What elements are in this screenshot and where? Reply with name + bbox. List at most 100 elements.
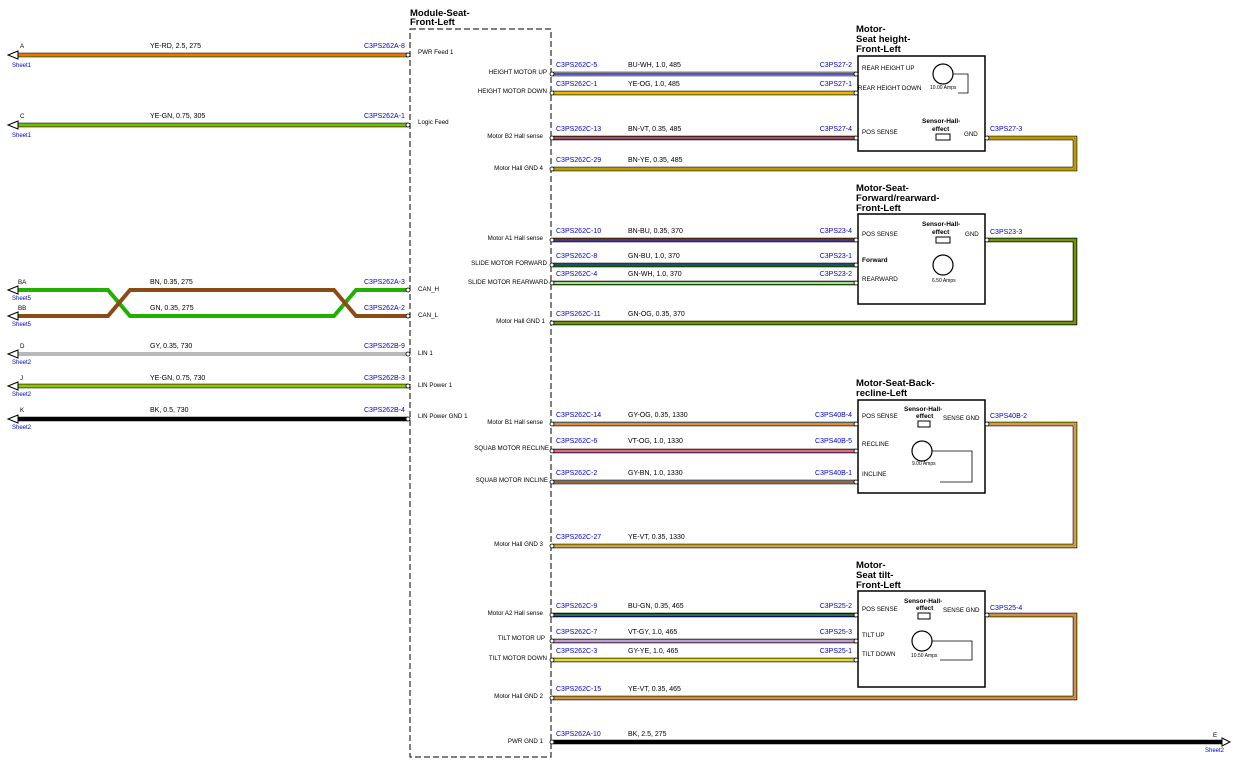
module-pin-terminal — [549, 71, 555, 77]
motor-pin-terminal — [853, 657, 859, 663]
conn-r9: C3PS262C-6 — [556, 438, 597, 445]
mconn-r9: C3PS40B-5 — [815, 438, 852, 445]
left-id-bb: BB — [18, 305, 26, 312]
left-conn-j: C3PS262B-3 — [364, 375, 405, 382]
conn-r12: C3PS262C-9 — [556, 603, 597, 610]
motor-pin-terminal — [853, 262, 859, 268]
mconn-r6: C3PS23-2 — [820, 271, 852, 278]
motor1-label-pos: POS SENSE — [862, 129, 898, 136]
left-sheet-j[interactable]: Sheet2 — [12, 392, 32, 398]
motor3-sensor-1: Sensor-Hall- — [904, 406, 942, 413]
left-sheet-bb[interactable]: Sheet5 — [12, 322, 32, 328]
pin-a2-hall: Motor A2 Hall sense — [488, 610, 544, 617]
motor2-label-forward: Forward — [862, 257, 888, 264]
pin-b2-hall: Motor B2 Hall sense — [487, 133, 543, 140]
wire-spec-r14: GY-YE, 1.0, 465 — [628, 648, 678, 655]
module-pin-terminal — [549, 421, 555, 427]
left-pin-d: LIN 1 — [418, 350, 433, 357]
module-pin-terminal — [549, 612, 555, 618]
motor4-label-pos: POS SENSE — [862, 606, 898, 613]
pin-slide-rearward: SLIDE MOTOR REARWARD — [468, 279, 549, 286]
pwr-gnd-terminal: E Sheet2 — [1205, 732, 1232, 754]
left-sheet-ba[interactable]: Sheet5 — [12, 296, 32, 302]
left-pin-bb: CAN_L — [418, 312, 439, 319]
left-wire-k: BK, 0.5, 730 — [150, 407, 189, 414]
motor-pin-terminal — [984, 612, 990, 618]
module-pin-terminal — [405, 122, 411, 128]
wire-spec-r7: GN-OG, 0.35, 370 — [628, 311, 685, 318]
conn-r11: C3PS262C-27 — [556, 534, 601, 541]
pin-tilt-down: TILT MOTOR DOWN — [489, 655, 547, 662]
left-id-d: D — [20, 343, 25, 350]
conn-r4: C3PS262C-10 — [556, 228, 601, 235]
module-pin-terminal — [549, 695, 555, 701]
motor-pin-terminal — [853, 612, 859, 618]
conn-r0: C3PS262C-5 — [556, 62, 597, 69]
motor4-label-up: TILT UP — [862, 632, 884, 639]
mconn-r13: C3PS25-3 — [820, 629, 852, 636]
motor-seat-tilt: Motor- Seat tilt- Front-Left POS SENSE S… — [856, 560, 986, 688]
motor-seat-back-recline: Motor-Seat-Back- recline-Left POS SENSE … — [856, 378, 986, 494]
motor4-title-1: Motor- — [856, 560, 886, 571]
motor-pin-terminal — [984, 421, 990, 427]
left-id-j: J — [20, 375, 23, 382]
wire-hall-gnd3[interactable] — [553, 421, 1078, 549]
wire-spec-r2: BN-VT, 0.35, 485 — [628, 126, 681, 133]
motor-pin-terminal — [853, 448, 859, 454]
module-title-1: Module-Seat- — [410, 8, 470, 19]
motor3-title-1: Motor-Seat-Back- — [856, 378, 935, 389]
left-conn-bb: C3PS262A-2 — [364, 305, 405, 312]
left-id-a: A — [20, 43, 25, 50]
pwr-gnd-id: E — [1213, 732, 1217, 739]
motor1-hall-sensor-icon — [935, 133, 951, 141]
motor2-sensor-1: Sensor-Hall- — [922, 221, 960, 228]
terminal-circles — [549, 71, 990, 745]
wire-hall-gnd4[interactable] — [553, 135, 1078, 172]
pin-height-down: HEIGHT MOTOR DOWN — [478, 88, 547, 95]
left-conn-ba: C3PS262A-3 — [364, 279, 405, 286]
conn-r14: C3PS262C-3 — [556, 648, 597, 655]
wire-spec-r3: BN-YE, 0.35, 485 — [628, 157, 683, 164]
motor3-hall-sensor-icon — [917, 420, 931, 428]
pin-pwr-gnd: PWR GND 1 — [508, 738, 544, 745]
sheet-arrow-icon — [6, 50, 19, 60]
pwr-gnd-sheet[interactable]: Sheet2 — [1205, 748, 1225, 754]
motor4-hall-sensor-icon — [917, 612, 931, 620]
motor-pin-terminal — [853, 237, 859, 243]
left-wire-d: GY, 0.35, 730 — [150, 343, 192, 350]
module-pin-terminal — [549, 237, 555, 243]
wire-spec-r1: YE-OG, 1.0, 485 — [628, 81, 680, 88]
mconn-r8: C3PS40B-4 — [815, 412, 852, 419]
motor-pin-terminal — [853, 421, 859, 427]
motor3-label-incline: INCLINE — [862, 471, 886, 478]
pin-height-up: HEIGHT MOTOR UP — [489, 69, 547, 76]
left-pin-k: LIN Power GND 1 — [418, 413, 468, 420]
wire-spec-r6: GN-WH, 1.0, 370 — [628, 271, 682, 278]
left-wire-j: YE-GN, 0.75, 730 — [150, 375, 205, 382]
module-title-2: Front-Left — [410, 17, 456, 28]
wire-can-pair[interactable] — [14, 288, 408, 318]
conn-r5: C3PS262C-8 — [556, 253, 597, 260]
wire-spec-r16: BK, 2.5, 275 — [628, 731, 667, 738]
motor1-title-2: Seat height- — [856, 34, 910, 45]
left-conn-d: C3PS262B-9 — [364, 343, 405, 350]
motor4-gnd-conn: C3PS25-4 — [990, 605, 1022, 612]
motor1-sensor-1: Sensor-Hall- — [922, 118, 960, 125]
left-sheet-d[interactable]: Sheet2 — [12, 360, 32, 366]
conn-r13: C3PS262C-7 — [556, 629, 597, 636]
left-sheet-a[interactable]: Sheet1 — [12, 63, 32, 69]
pin-hall-gnd4: Motor Hall GND 4 — [494, 165, 543, 172]
wire-hall-gnd1[interactable] — [553, 237, 1078, 326]
left-sheet-c[interactable]: Sheet1 — [12, 133, 32, 139]
module-pin-terminal — [405, 351, 411, 357]
wire-hall-gnd2[interactable] — [553, 612, 1078, 701]
left-terminals — [6, 50, 411, 424]
right-labels: HEIGHT MOTOR UP HEIGHT MOTOR DOWN Motor … — [468, 62, 852, 745]
conn-r6: C3PS262C-4 — [556, 271, 597, 278]
motor4-title-2: Seat tilt- — [856, 570, 893, 581]
motor1-amps: 10.00 Amps — [930, 85, 957, 91]
pin-b1-hall: Motor B1 Hall sense — [487, 419, 543, 426]
left-sheet-k[interactable]: Sheet2 — [12, 425, 32, 431]
motor2-label-pos: POS SENSE — [862, 231, 898, 238]
